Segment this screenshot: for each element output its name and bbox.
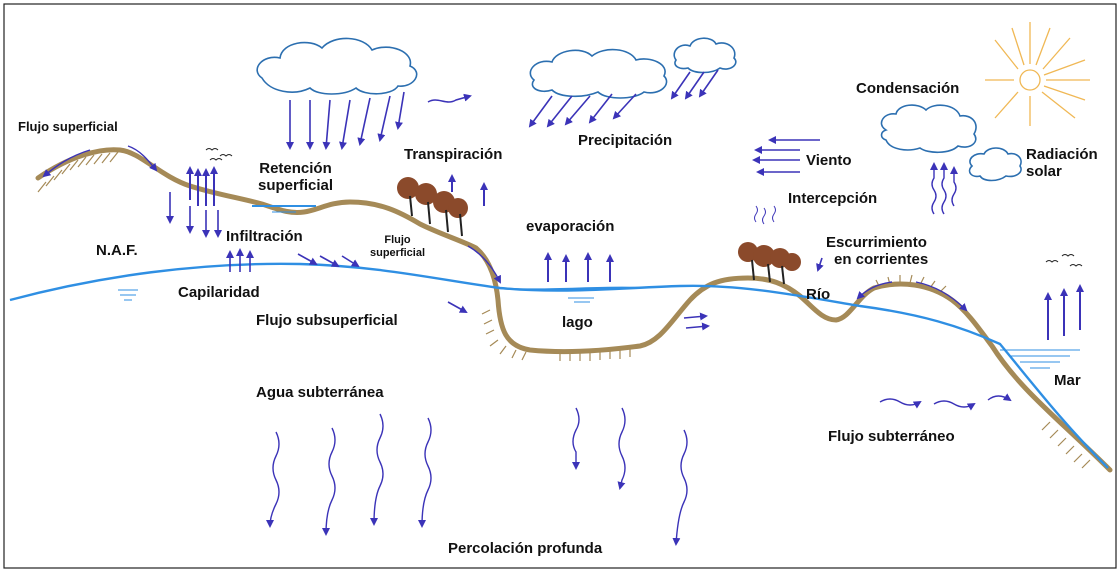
cloud-small-icon [674,38,736,72]
label-escurrimiento: Escurrimiento en corrientes [826,234,928,269]
label-flujo-small-line1: Flujo [370,234,425,247]
label-capilaridad: Capilaridad [178,284,260,301]
label-radiacion-line1: Radiación [1026,146,1098,163]
label-lago: lago [562,314,593,331]
cloud-condensation-icon [881,105,976,152]
label-condensacion: Condensación [856,80,959,97]
precipitation-arrows-left [290,92,404,148]
label-flujo-subterraneo: Flujo subterráneo [828,428,955,445]
cloud-solar-icon [970,148,1022,181]
label-intercepcion: Intercepción [788,190,877,207]
percolation-arrows [270,408,687,544]
label-escurrimiento-line1: Escurrimiento [826,234,928,251]
label-flujo-superficial-small: Flujo superficial [370,234,425,259]
label-radiacion-solar: Radiación solar [1026,146,1098,181]
label-percolacion-profunda: Percolación profunda [448,540,602,557]
label-agua-subterranea: Agua subterránea [256,384,384,401]
label-transpiracion: Transpiración [404,146,502,163]
cloud-center-icon [530,50,666,98]
cloud-left-icon [257,38,416,94]
capillarity-arrows [230,250,250,272]
label-flujo-small-line2: superficial [370,247,425,260]
condensation-wavy-arrows [932,164,956,214]
label-precipitacion: Precipitación [578,132,672,149]
label-rio: Río [806,286,830,303]
label-retencion-superficial: Retención superficial [258,160,333,195]
label-escurrimiento-line2: en corrientes [826,251,928,268]
label-viento: Viento [806,152,852,169]
groundwater-flow-arrows [880,396,1010,407]
birds-icon [206,149,1082,267]
label-mar: Mar [1054,372,1081,389]
label-flujo-superficial-top: Flujo superficial [18,120,118,135]
interception-vapor-icon [755,206,776,224]
label-naf: N.A.F. [96,242,138,259]
label-retencion-line1: Retención [258,160,333,177]
label-radiacion-line2: solar [1026,163,1098,180]
label-flujo-subsuperficial: Flujo subsuperficial [256,312,398,329]
label-retencion-line2: superficial [258,177,333,194]
terrain-hatching [38,152,1090,468]
label-evaporacion: evaporación [526,218,614,235]
sun-icon [985,22,1090,126]
label-infiltracion: Infiltración [226,228,303,245]
evaporation-swirl-icon [428,96,470,102]
